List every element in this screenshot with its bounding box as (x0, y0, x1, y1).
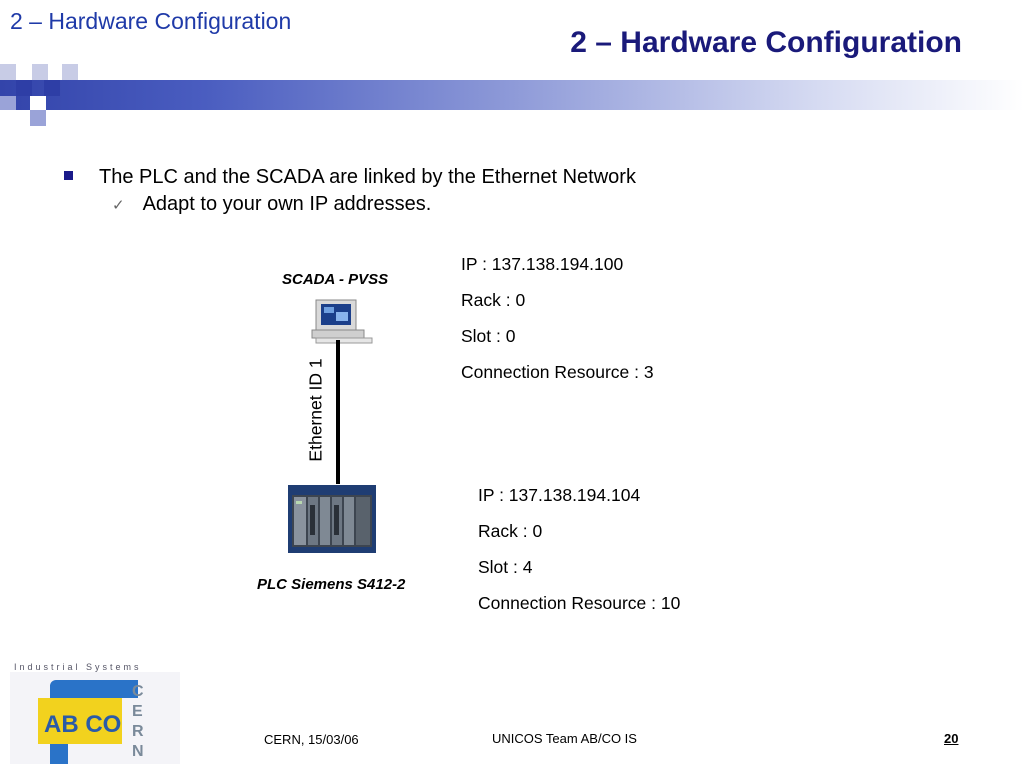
plc-connection-resource: Connection Resource : 10 (478, 593, 681, 613)
svg-text:Industrial Systems: Industrial Systems (14, 662, 142, 672)
square-bullet-icon (64, 171, 73, 181)
scada-ip: IP : 137.138.194.100 (461, 254, 624, 274)
page-title: 2 – Hardware Configuration (570, 26, 962, 59)
ab-co-cern-logo: Industrial Systems AB CO C E R N (10, 660, 180, 769)
bullet-text: The PLC and the SCADA are linked by the … (99, 166, 636, 188)
ethernet-link-label: Ethernet ID 1 (305, 358, 326, 462)
page-number: 20 (944, 731, 959, 746)
desktop-computer-icon (310, 298, 374, 349)
plc-label: PLC Siemens S412-2 (257, 576, 406, 593)
svg-text:R: R (132, 723, 144, 740)
plc-rack: Rack : 0 (478, 521, 543, 541)
footer-date: CERN, 15/03/06 (264, 732, 359, 747)
plc-slot: Slot : 4 (478, 557, 533, 577)
svg-text:N: N (132, 743, 144, 760)
header-small-title: 2 – Hardware Configuration (10, 8, 292, 34)
scada-slot: Slot : 0 (461, 326, 516, 346)
svg-text:E: E (132, 703, 143, 720)
svg-text:AB CO: AB CO (44, 711, 121, 738)
checkmark-icon: ✓ (112, 197, 125, 214)
scada-connection-resource: Connection Resource : 3 (461, 362, 654, 382)
scada-label: SCADA - PVSS (282, 271, 389, 288)
bullet-level1: The PLC and the SCADA are linked by the … (64, 166, 636, 189)
plc-ip: IP : 137.138.194.104 (478, 485, 641, 505)
bullet-text: Adapt to your own IP addresses. (142, 193, 432, 215)
plc-info: IP : 137.138.194.104 Rack : 0 Slot : 4 C… (478, 477, 680, 621)
plc-rack-icon (288, 485, 376, 558)
svg-text:C: C (132, 683, 144, 700)
footer-team: UNICOS Team AB/CO IS (492, 731, 637, 746)
scada-rack: Rack : 0 (461, 290, 526, 310)
header-gradient-band (0, 80, 1024, 110)
ethernet-link-line (336, 340, 340, 484)
bullet-level2: ✓ Adapt to your own IP addresses. (112, 193, 431, 216)
scada-info: IP : 137.138.194.100 Rack : 0 Slot : 0 C… (461, 246, 654, 390)
